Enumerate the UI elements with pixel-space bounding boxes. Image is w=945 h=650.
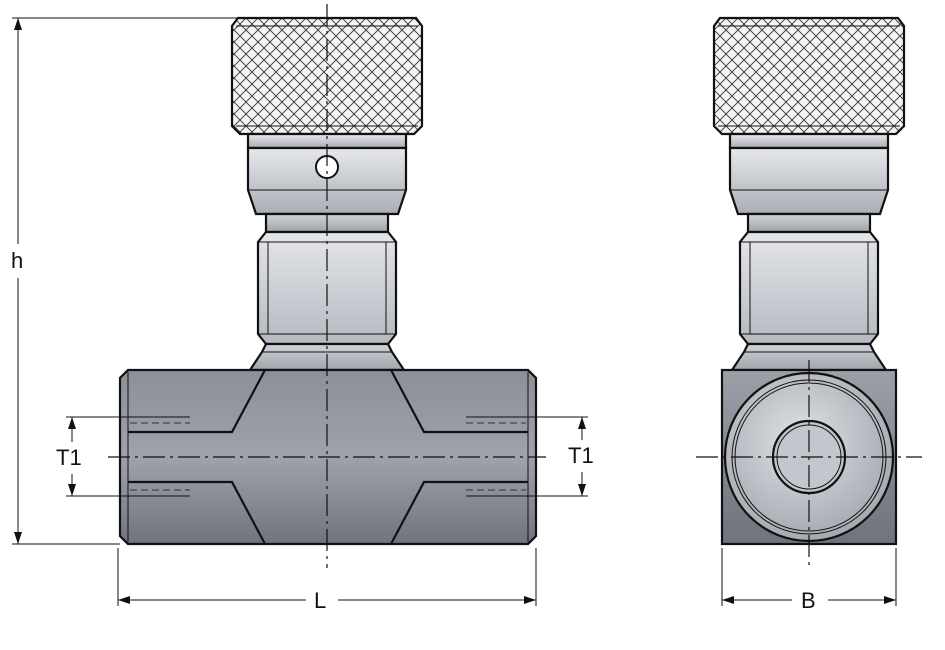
dimension-label-l: L <box>314 588 326 613</box>
side-stem-body <box>728 146 890 216</box>
side-view <box>696 16 922 570</box>
side-knurled-knob <box>712 16 906 136</box>
side-hex-nut <box>738 230 880 346</box>
side-collar <box>728 132 890 150</box>
dimension-lines <box>12 17 897 606</box>
front-view <box>108 4 546 568</box>
side-neck <box>746 212 872 234</box>
dimension-label-h: h <box>11 248 23 273</box>
dimension-label-t1-right: T1 <box>568 443 594 468</box>
dimension-label-t1-left: T1 <box>56 445 82 470</box>
dimension-label-b: B <box>801 588 816 613</box>
